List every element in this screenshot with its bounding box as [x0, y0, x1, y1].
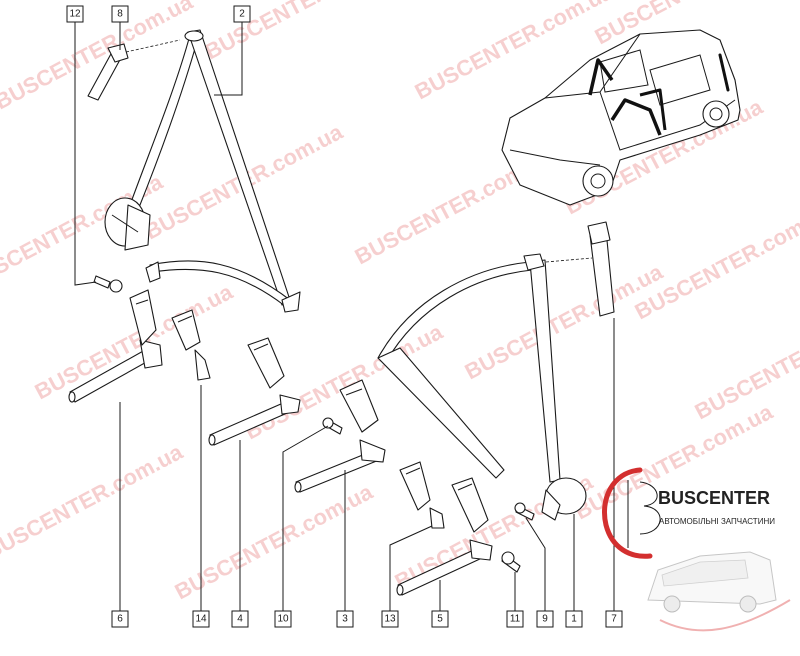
callout-3: 3 — [336, 610, 354, 628]
callout-label: 11 — [510, 614, 521, 625]
part-11-bolt — [501, 551, 521, 573]
callout-5: 5 — [431, 610, 449, 628]
part-12-bolt — [93, 275, 123, 293]
part-9-bolt — [514, 502, 535, 521]
callout-label: 12 — [69, 9, 81, 20]
callout-6: 6 — [111, 610, 129, 628]
logo-name: BUSCENTER — [658, 488, 770, 508]
callout-4: 4 — [231, 610, 249, 628]
watermark: BUSCENTER.com.ua — [0, 439, 187, 565]
part-5-buckle — [396, 477, 493, 596]
callout-label: 13 — [384, 614, 396, 625]
part-4-buckle — [208, 337, 301, 446]
callout-9: 9 — [536, 610, 554, 628]
leader-lines — [74, 21, 615, 612]
part-10-bolt — [322, 417, 343, 435]
logo-tagline: АВТОМОБІЛЬНІ ЗАПЧАСТИНИ — [659, 517, 775, 526]
car-illustration — [501, 29, 741, 206]
callout-label: 5 — [437, 614, 443, 625]
callout-label: 7 — [611, 614, 617, 625]
callout-label: 1 — [571, 614, 577, 625]
callout-label: 6 — [117, 614, 123, 625]
callout-7: 7 — [605, 610, 623, 628]
buscenter-logo: BUSCENTER АВТОМОБІЛЬНІ ЗАПЧАСТИНИ — [602, 467, 791, 632]
callout-13: 13 — [381, 610, 399, 628]
front-belt-assembly — [104, 29, 301, 313]
part-7-rail — [587, 221, 615, 317]
callout-label: 4 — [237, 614, 243, 625]
callout-label: 9 — [542, 614, 548, 625]
callout-2: 2 — [233, 5, 251, 23]
rear-belt-assembly — [377, 253, 593, 521]
part-13-buckle — [399, 461, 445, 529]
callout-8: 8 — [111, 5, 129, 23]
callout-label: 3 — [342, 614, 348, 625]
callout-label: 10 — [277, 614, 289, 625]
watermark: BUSCENTER.com.ua — [691, 299, 800, 425]
watermark: BUSCENTER.com.ua — [201, 0, 408, 64]
part-14-buckle — [171, 309, 211, 381]
callout-14: 14 — [192, 610, 210, 628]
part-6-buckle — [68, 289, 163, 403]
callout-12: 12 — [66, 5, 84, 23]
callout-1: 1 — [565, 610, 583, 628]
callout-label: 8 — [117, 9, 123, 20]
callout-11: 11 — [506, 610, 524, 628]
logo-mark-icon — [602, 467, 653, 559]
callout-10: 10 — [274, 610, 292, 628]
watermark: BUSCENTER.com.ua — [171, 479, 378, 605]
callout-label: 2 — [239, 9, 245, 20]
part-8-height-adjuster — [87, 39, 181, 101]
part-3-buckle — [294, 379, 386, 493]
minibus-icon — [647, 551, 791, 632]
callout-label: 14 — [195, 614, 207, 625]
